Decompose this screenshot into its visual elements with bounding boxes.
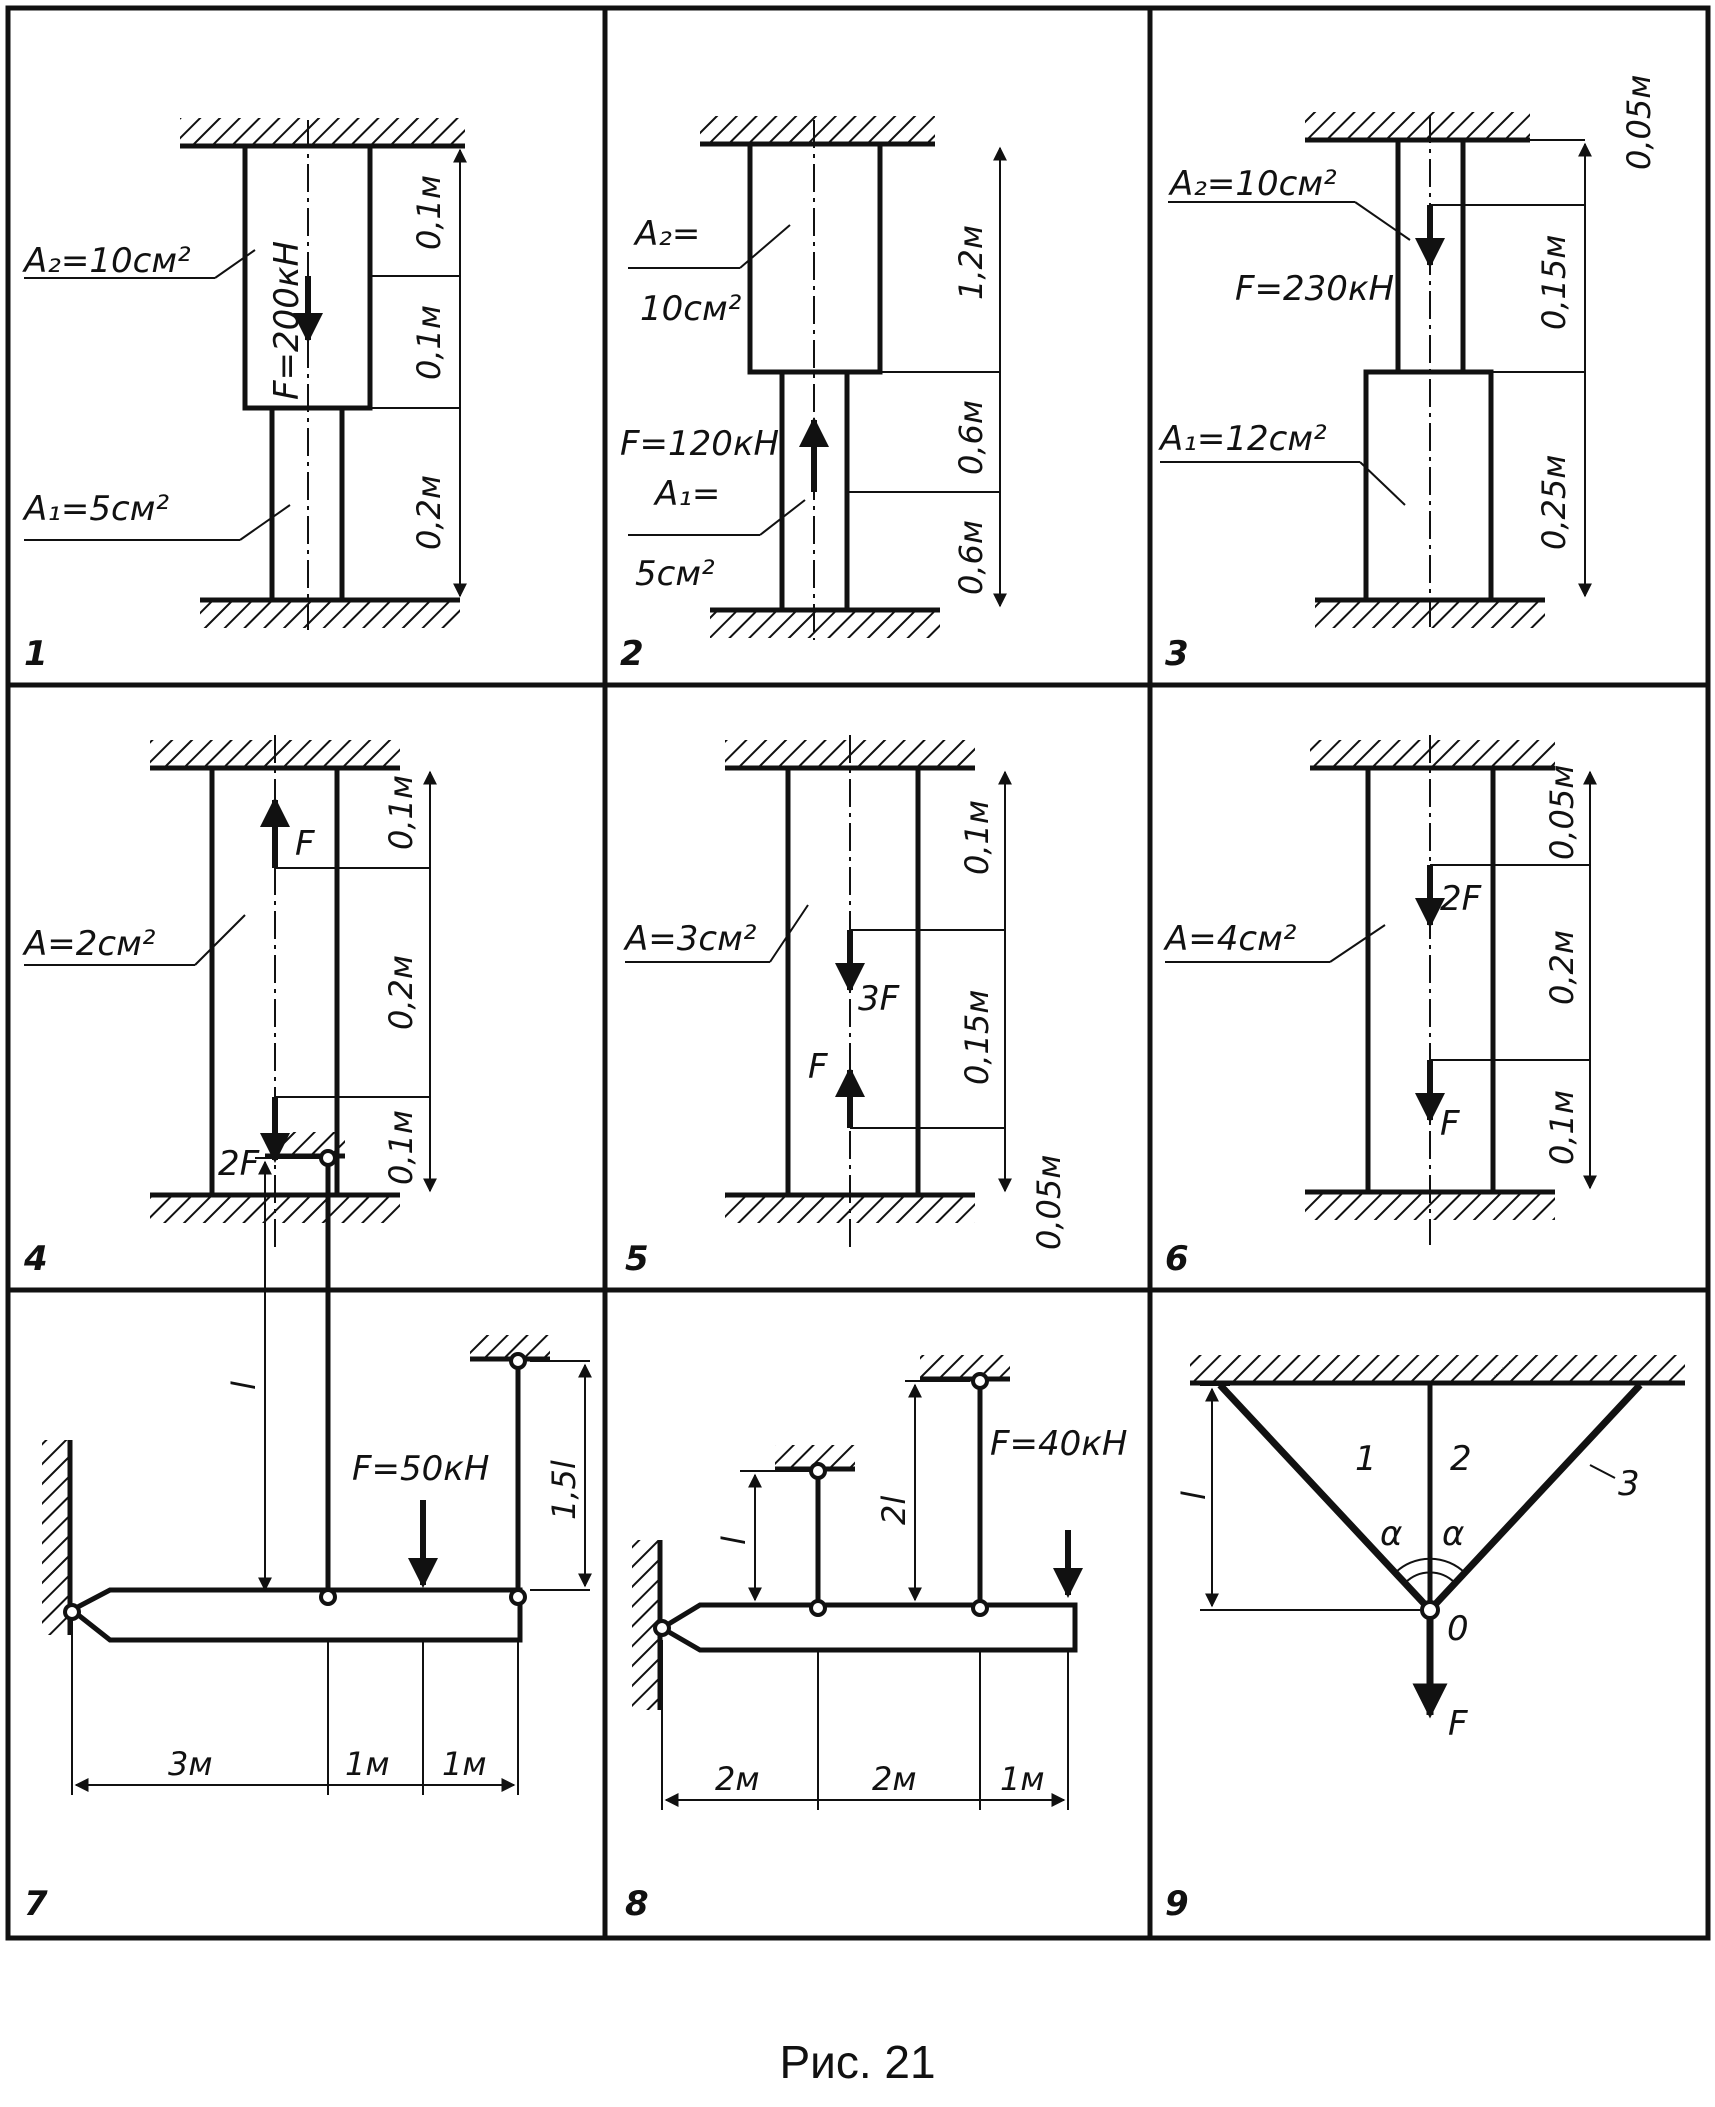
- panel-5: 3F F A=3см² 0,1м 0,15м 0,05м 5: [623, 735, 1068, 1279]
- label-a2-value: 10см²: [640, 289, 742, 329]
- dim-3: 0,6м: [952, 520, 990, 595]
- dim-3: 0,2м: [410, 475, 448, 550]
- dim-1: 0,1м: [410, 175, 448, 250]
- panel-7: F=50кН l 1,5l 3м 1м 1м 7: [24, 1132, 592, 1924]
- label-a1: A₁=: [653, 474, 720, 514]
- panel-grid: [5, 5, 1711, 1941]
- dim-2: 0,2м: [1543, 930, 1581, 1005]
- panel-9: l 1 2 3 α α 0 F 9: [1165, 1355, 1685, 1924]
- rod-label-3: 3: [1618, 1464, 1640, 1504]
- panel-number: 7: [24, 1884, 48, 1924]
- panel-number: 8: [625, 1884, 649, 1924]
- dim-3: 0,05м: [1030, 1155, 1068, 1250]
- dim-1: 1,2м: [952, 225, 990, 300]
- label-a1-value: 5см²: [635, 554, 715, 594]
- force-f: F: [1440, 1104, 1460, 1144]
- force-f: F: [808, 1047, 828, 1087]
- force-2f: 2F: [218, 1144, 260, 1184]
- label-a1: A₁=5см²: [22, 489, 169, 529]
- dim-l: l: [1175, 1491, 1213, 1500]
- dim-2m-a: 2м: [715, 1760, 760, 1798]
- dim-1: 0,05м: [1620, 75, 1658, 170]
- dim-3m: 3м: [168, 1745, 213, 1783]
- dim-2: 0,15м: [1535, 235, 1573, 330]
- dim-l: l: [715, 1536, 753, 1545]
- label-a: A=3см²: [623, 919, 757, 959]
- node-label: 0: [1447, 1609, 1469, 1649]
- force-3f: 3F: [858, 979, 900, 1019]
- dim-1-5l: 1,5l: [545, 1460, 583, 1520]
- label-a1: A₁=12см²: [1158, 419, 1327, 459]
- panel-4: F 2F A=2см² 0,1м 0,2м 0,1м 4: [22, 735, 437, 1279]
- dim-2: 0,6м: [952, 400, 990, 475]
- panel-number: 9: [1165, 1884, 1189, 1924]
- panel-2: A₂= 10см² F=120кН A₁= 5см² 1,2м 0,6м 0,6…: [620, 116, 1007, 674]
- panel-8: F=40кН l 2l 2м 2м 1м 8: [625, 1355, 1127, 1924]
- panel-number: 3: [1165, 634, 1189, 674]
- rod-label-1: 1: [1355, 1439, 1377, 1479]
- label-a2: A₂=10см²: [1168, 164, 1337, 204]
- dim-3: 0,25м: [1535, 455, 1573, 550]
- dim-2m-b: 2м: [872, 1760, 917, 1798]
- force-label: F: [1448, 1704, 1468, 1744]
- dim-l: l: [225, 1381, 263, 1390]
- force-f: F: [295, 824, 315, 864]
- panel-number: 4: [23, 1239, 48, 1279]
- force-label: F=50кН: [352, 1449, 489, 1489]
- force-label: F=120кН: [620, 424, 779, 464]
- dim-2: 0,2м: [382, 955, 420, 1030]
- dim-3: 0,1м: [382, 1110, 420, 1185]
- force-label: F=200кН: [267, 241, 307, 400]
- force-label: F=230кН: [1235, 269, 1394, 309]
- label-a: A=2см²: [22, 924, 156, 964]
- label-a: A=4см²: [1163, 919, 1297, 959]
- dim-2: 0,15м: [958, 990, 996, 1085]
- panel-1: A₂=10см² A₁=5см² F=200кН 0,1м 0,1м 0,2м …: [22, 118, 467, 674]
- dim-1m: 1м: [1000, 1760, 1045, 1798]
- dim-1: 0,1м: [382, 775, 420, 850]
- angle-alpha-left: α: [1380, 1514, 1402, 1554]
- figure-caption: Рис. 21: [779, 2036, 936, 2088]
- dim-2l: 2l: [875, 1496, 913, 1525]
- dim-1m-a: 1м: [345, 1745, 390, 1783]
- dim-1: 0,1м: [958, 800, 996, 875]
- panel-number: 2: [620, 634, 644, 674]
- label-a2: A₂=: [633, 214, 700, 254]
- panel-6: 2F F A=4см² 0,05м 0,2м 0,1м 6: [1163, 735, 1597, 1279]
- rod-label-2: 2: [1450, 1439, 1472, 1479]
- panel-3: A₂=10см² F=230кН A₁=12см² 0,05м 0,15м 0,…: [1158, 75, 1658, 674]
- dim-1m-b: 1м: [442, 1745, 487, 1783]
- force-2f: 2F: [1440, 879, 1482, 919]
- panel-number: 5: [625, 1239, 649, 1279]
- dim-3: 0,1м: [1543, 1090, 1581, 1165]
- dim-1: 0,05м: [1543, 765, 1581, 860]
- panel-number: 1: [24, 634, 48, 674]
- label-a2: A₂=10см²: [22, 241, 191, 281]
- angle-alpha-right: α: [1442, 1514, 1464, 1554]
- dim-2: 0,1м: [410, 305, 448, 380]
- panel-number: 6: [1165, 1239, 1189, 1279]
- force-label: F=40кН: [990, 1424, 1127, 1464]
